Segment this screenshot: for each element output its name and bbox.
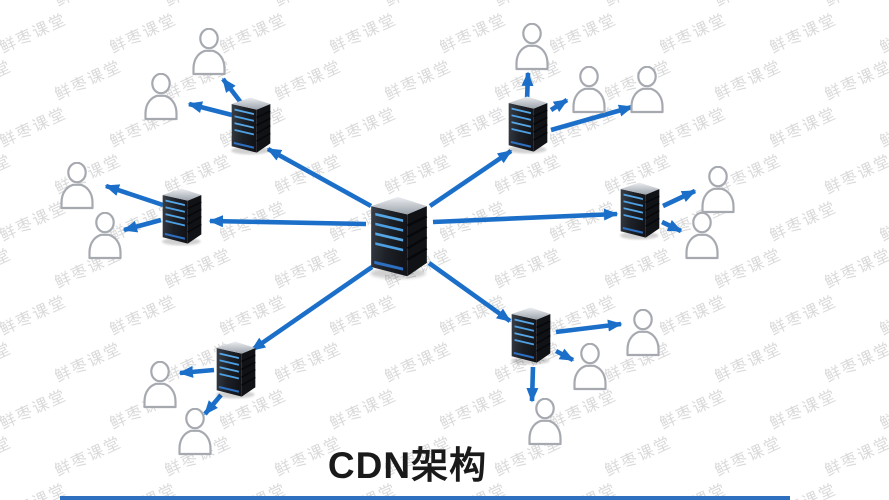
- flow-arrow-edge-server-2-to-user-3: [104, 183, 164, 208]
- user-5-icon: [143, 361, 177, 409]
- origin-server-icon: [370, 197, 427, 279]
- flow-arrow-origin-server-to-edge-server-5: [432, 208, 619, 225]
- user-1-icon: [192, 28, 226, 76]
- flow-arrow-origin-server-to-edge-server-1: [266, 146, 373, 209]
- user-12-icon: [626, 309, 660, 357]
- edge-server-6-icon: [511, 308, 550, 365]
- page-title: CDN架构: [327, 445, 488, 486]
- arrow-layer: [104, 71, 697, 416]
- flow-arrow-edge-server-6-to-user-12: [555, 319, 623, 335]
- flow-arrow-origin-server-to-edge-server-3: [250, 265, 374, 352]
- bottom-accent-bar: [60, 496, 790, 500]
- flow-arrow-edge-server-5-to-user-11: [661, 219, 683, 234]
- flow-arrow-origin-server-to-edge-server-2: [208, 215, 367, 228]
- user-13-icon: [573, 343, 607, 391]
- flow-arrow-edge-server-2-to-user-4: [122, 217, 162, 233]
- edge-server-2-icon: [162, 189, 201, 246]
- node-layer: [60, 23, 735, 456]
- edge-server-3-icon: [216, 342, 255, 399]
- flow-arrow-edge-server-4-to-user-7: [521, 71, 534, 102]
- user-9-icon: [630, 66, 664, 114]
- flow-arrow-edge-server-3-to-user-5: [178, 365, 215, 378]
- user-8-icon: [572, 66, 606, 114]
- flow-arrow-edge-server-4-to-user-9: [550, 104, 634, 133]
- user-3-icon: [60, 162, 94, 210]
- user-4-icon: [88, 212, 122, 260]
- user-10-icon: [701, 166, 735, 214]
- flow-arrow-edge-server-4-to-user-8: [549, 98, 569, 112]
- user-2-icon: [144, 73, 178, 121]
- flow-arrow-edge-server-6-to-user-13: [554, 348, 575, 363]
- user-7-icon: [515, 23, 549, 71]
- flow-arrow-origin-server-to-edge-server-4: [428, 149, 513, 208]
- flow-arrow-edge-server-6-to-user-14: [526, 366, 539, 403]
- flow-arrow-edge-server-1-to-user-1: [221, 77, 244, 106]
- user-11-icon: [685, 212, 719, 260]
- edge-server-1-icon: [231, 98, 270, 155]
- flow-arrow-edge-server-3-to-user-6: [203, 393, 223, 416]
- edge-server-4-icon: [508, 97, 547, 154]
- flow-arrow-edge-server-5-to-user-10: [662, 188, 697, 209]
- edge-server-5-icon: [620, 183, 659, 240]
- flow-arrow-edge-server-1-to-user-2: [187, 101, 233, 118]
- flow-arrow-origin-server-to-edge-server-6: [427, 261, 512, 323]
